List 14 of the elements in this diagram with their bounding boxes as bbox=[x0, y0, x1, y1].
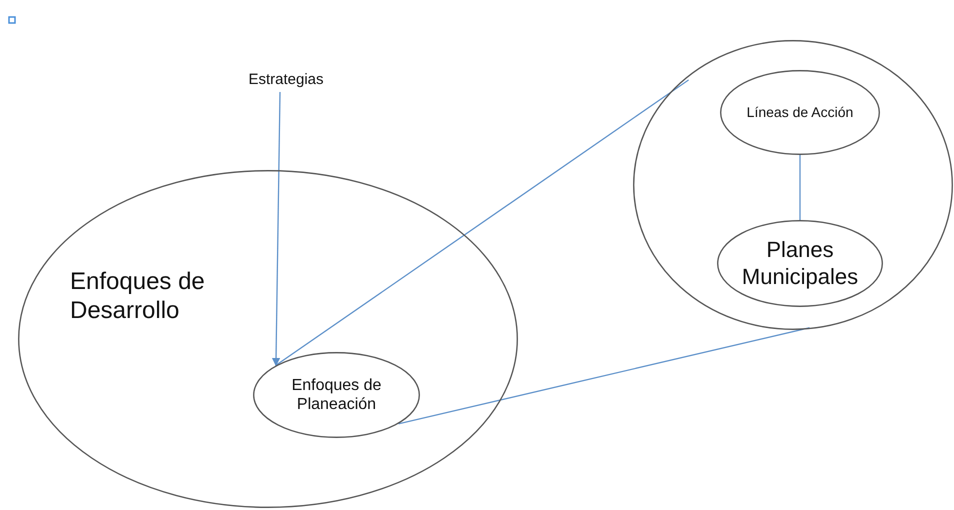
ellipse-node bbox=[720, 70, 880, 155]
label-text: Estrategias bbox=[236, 66, 336, 92]
node-label: Líneas de Acción bbox=[746, 104, 854, 121]
ellipse-node bbox=[253, 352, 420, 438]
arrow bbox=[272, 92, 281, 366]
ellipse-node bbox=[717, 220, 883, 307]
connector-line bbox=[275, 79, 689, 366]
connector-line bbox=[398, 327, 810, 424]
circle-node bbox=[633, 40, 953, 330]
node-label: Planes Municipales bbox=[740, 237, 860, 290]
connector-line bbox=[799, 155, 801, 220]
ellipse-node bbox=[18, 170, 518, 508]
node-label: Enfoques de Desarrollo bbox=[70, 268, 206, 326]
node-label: Enfoques de Planeación bbox=[290, 376, 382, 414]
